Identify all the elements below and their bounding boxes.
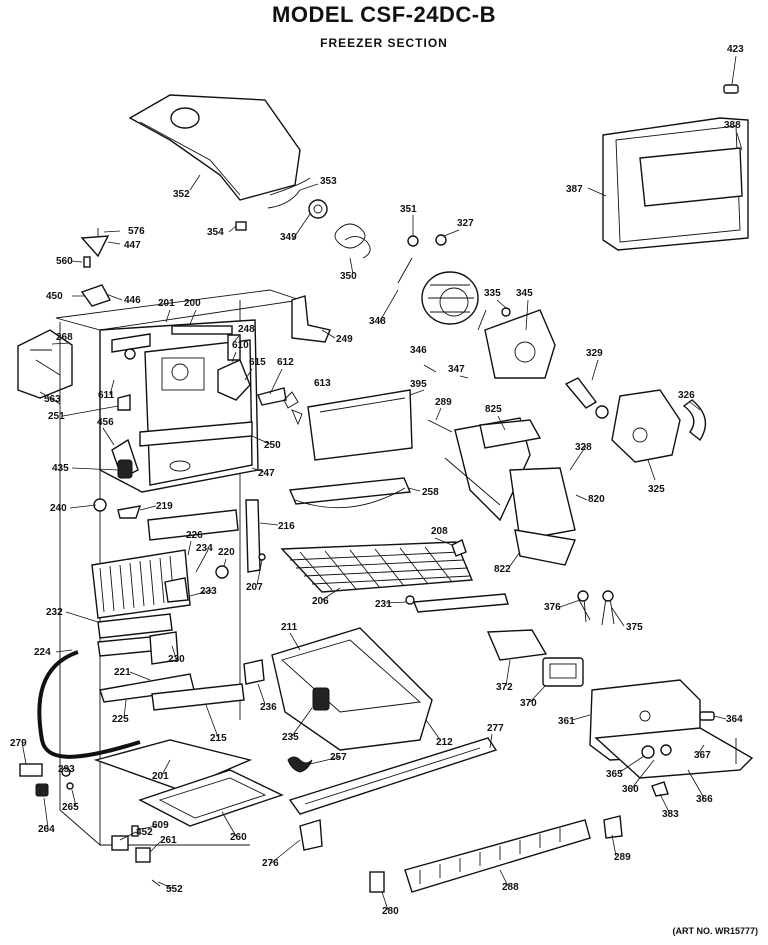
part-label: 260 <box>230 832 247 843</box>
part-label: 452 <box>136 827 153 838</box>
part-label: 265 <box>62 802 79 813</box>
part-label: 350 <box>340 271 357 282</box>
part-label: 367 <box>694 750 711 761</box>
part-label: 280 <box>382 906 399 917</box>
part-label: 326 <box>678 390 695 401</box>
part-label: 365 <box>606 769 623 780</box>
part-label: 212 <box>436 737 453 748</box>
part-label: 387 <box>566 184 583 195</box>
part-label: 268 <box>56 332 73 343</box>
part-label: 233 <box>200 586 217 597</box>
part-label: 372 <box>496 682 513 693</box>
part-label: 220 <box>218 547 235 558</box>
part-label: 615 <box>249 357 266 368</box>
part-label: 822 <box>494 564 511 575</box>
part-label: 352 <box>173 189 190 200</box>
part-label: 230 <box>168 654 185 665</box>
part-label: 613 <box>314 378 331 389</box>
part-label: 258 <box>422 487 439 498</box>
part-label: 247 <box>258 468 275 479</box>
part-label: 370 <box>520 698 537 709</box>
part-label: 224 <box>34 647 51 658</box>
part-label: 215 <box>210 733 227 744</box>
part-label: 376 <box>544 602 561 613</box>
part-drawings <box>17 84 754 893</box>
part-label: 611 <box>98 390 115 401</box>
part-number-labels: 423 388 387 352 353 354 349 351 327 576 … <box>10 44 744 917</box>
part-label: 207 <box>246 582 263 593</box>
part-label: 201 <box>158 298 175 309</box>
part-label: 235 <box>282 732 299 743</box>
part-label: 612 <box>277 357 294 368</box>
part-label: 347 <box>448 364 465 375</box>
part-label: 435 <box>52 463 69 474</box>
part-label: 288 <box>502 882 519 893</box>
part-label: 361 <box>558 716 575 727</box>
part-label: 234 <box>196 543 213 554</box>
part-label: 250 <box>264 440 281 451</box>
part-label: 560 <box>56 256 73 267</box>
part-label: 293 <box>58 764 75 775</box>
part-label: 349 <box>280 232 297 243</box>
art-number: (ART NO. WR15777) <box>672 926 758 936</box>
part-label: 423 <box>727 44 744 55</box>
part-label: 261 <box>160 835 177 846</box>
part-label: 277 <box>487 723 504 734</box>
part-label: 450 <box>46 291 63 302</box>
part-label: 820 <box>588 494 605 505</box>
part-label: 383 <box>662 809 679 820</box>
part-label: 366 <box>696 794 713 805</box>
part-label: 225 <box>112 714 129 725</box>
part-label: 208 <box>431 526 448 537</box>
page-title: MODEL CSF-24DC-B <box>272 2 496 27</box>
part-label: 354 <box>207 227 224 238</box>
part-label: 248 <box>238 324 255 335</box>
part-label: 609 <box>152 820 169 831</box>
part-label: 249 <box>336 334 353 345</box>
section-subtitle: FREEZER SECTION <box>320 36 448 50</box>
part-label: 346 <box>410 345 427 356</box>
part-label: 446 <box>124 295 141 306</box>
part-label: 351 <box>400 204 417 215</box>
part-label: 456 <box>97 417 114 428</box>
leader-lines <box>21 55 743 911</box>
part-label: 353 <box>320 176 337 187</box>
part-label: 216 <box>278 521 295 532</box>
part-label: 395 <box>410 379 427 390</box>
part-label: 236 <box>260 702 277 713</box>
part-label: 206 <box>312 596 329 607</box>
part-label: 388 <box>724 120 741 131</box>
part-label: 279 <box>10 738 27 749</box>
part-label: 552 <box>166 884 183 895</box>
part-label: 360 <box>622 784 639 795</box>
part-label: 576 <box>128 226 145 237</box>
part-label: 219 <box>156 501 173 512</box>
part-label: 345 <box>516 288 533 299</box>
part-label: 289 <box>614 852 631 863</box>
part-label: 201 <box>152 771 169 782</box>
part-label: 610 <box>232 340 249 351</box>
part-label: 264 <box>38 824 55 835</box>
part-label: 327 <box>457 218 474 229</box>
part-label: 335 <box>484 288 501 299</box>
part-label: 211 <box>281 622 298 633</box>
part-label: 329 <box>586 348 603 359</box>
part-label: 221 <box>114 667 131 678</box>
part-label: 348 <box>369 316 386 327</box>
part-label: 226 <box>186 530 203 541</box>
part-label: 825 <box>485 404 502 415</box>
part-label: 232 <box>46 607 63 618</box>
part-label: 289 <box>435 397 452 408</box>
part-label: 251 <box>48 411 65 422</box>
part-label: 200 <box>184 298 201 309</box>
part-label: 447 <box>124 240 141 251</box>
part-label: 328 <box>575 442 592 453</box>
part-label: 240 <box>50 503 67 514</box>
part-label: 375 <box>626 622 643 633</box>
part-label: 325 <box>648 484 665 495</box>
part-label: 231 <box>375 599 392 610</box>
part-label: 364 <box>726 714 743 725</box>
